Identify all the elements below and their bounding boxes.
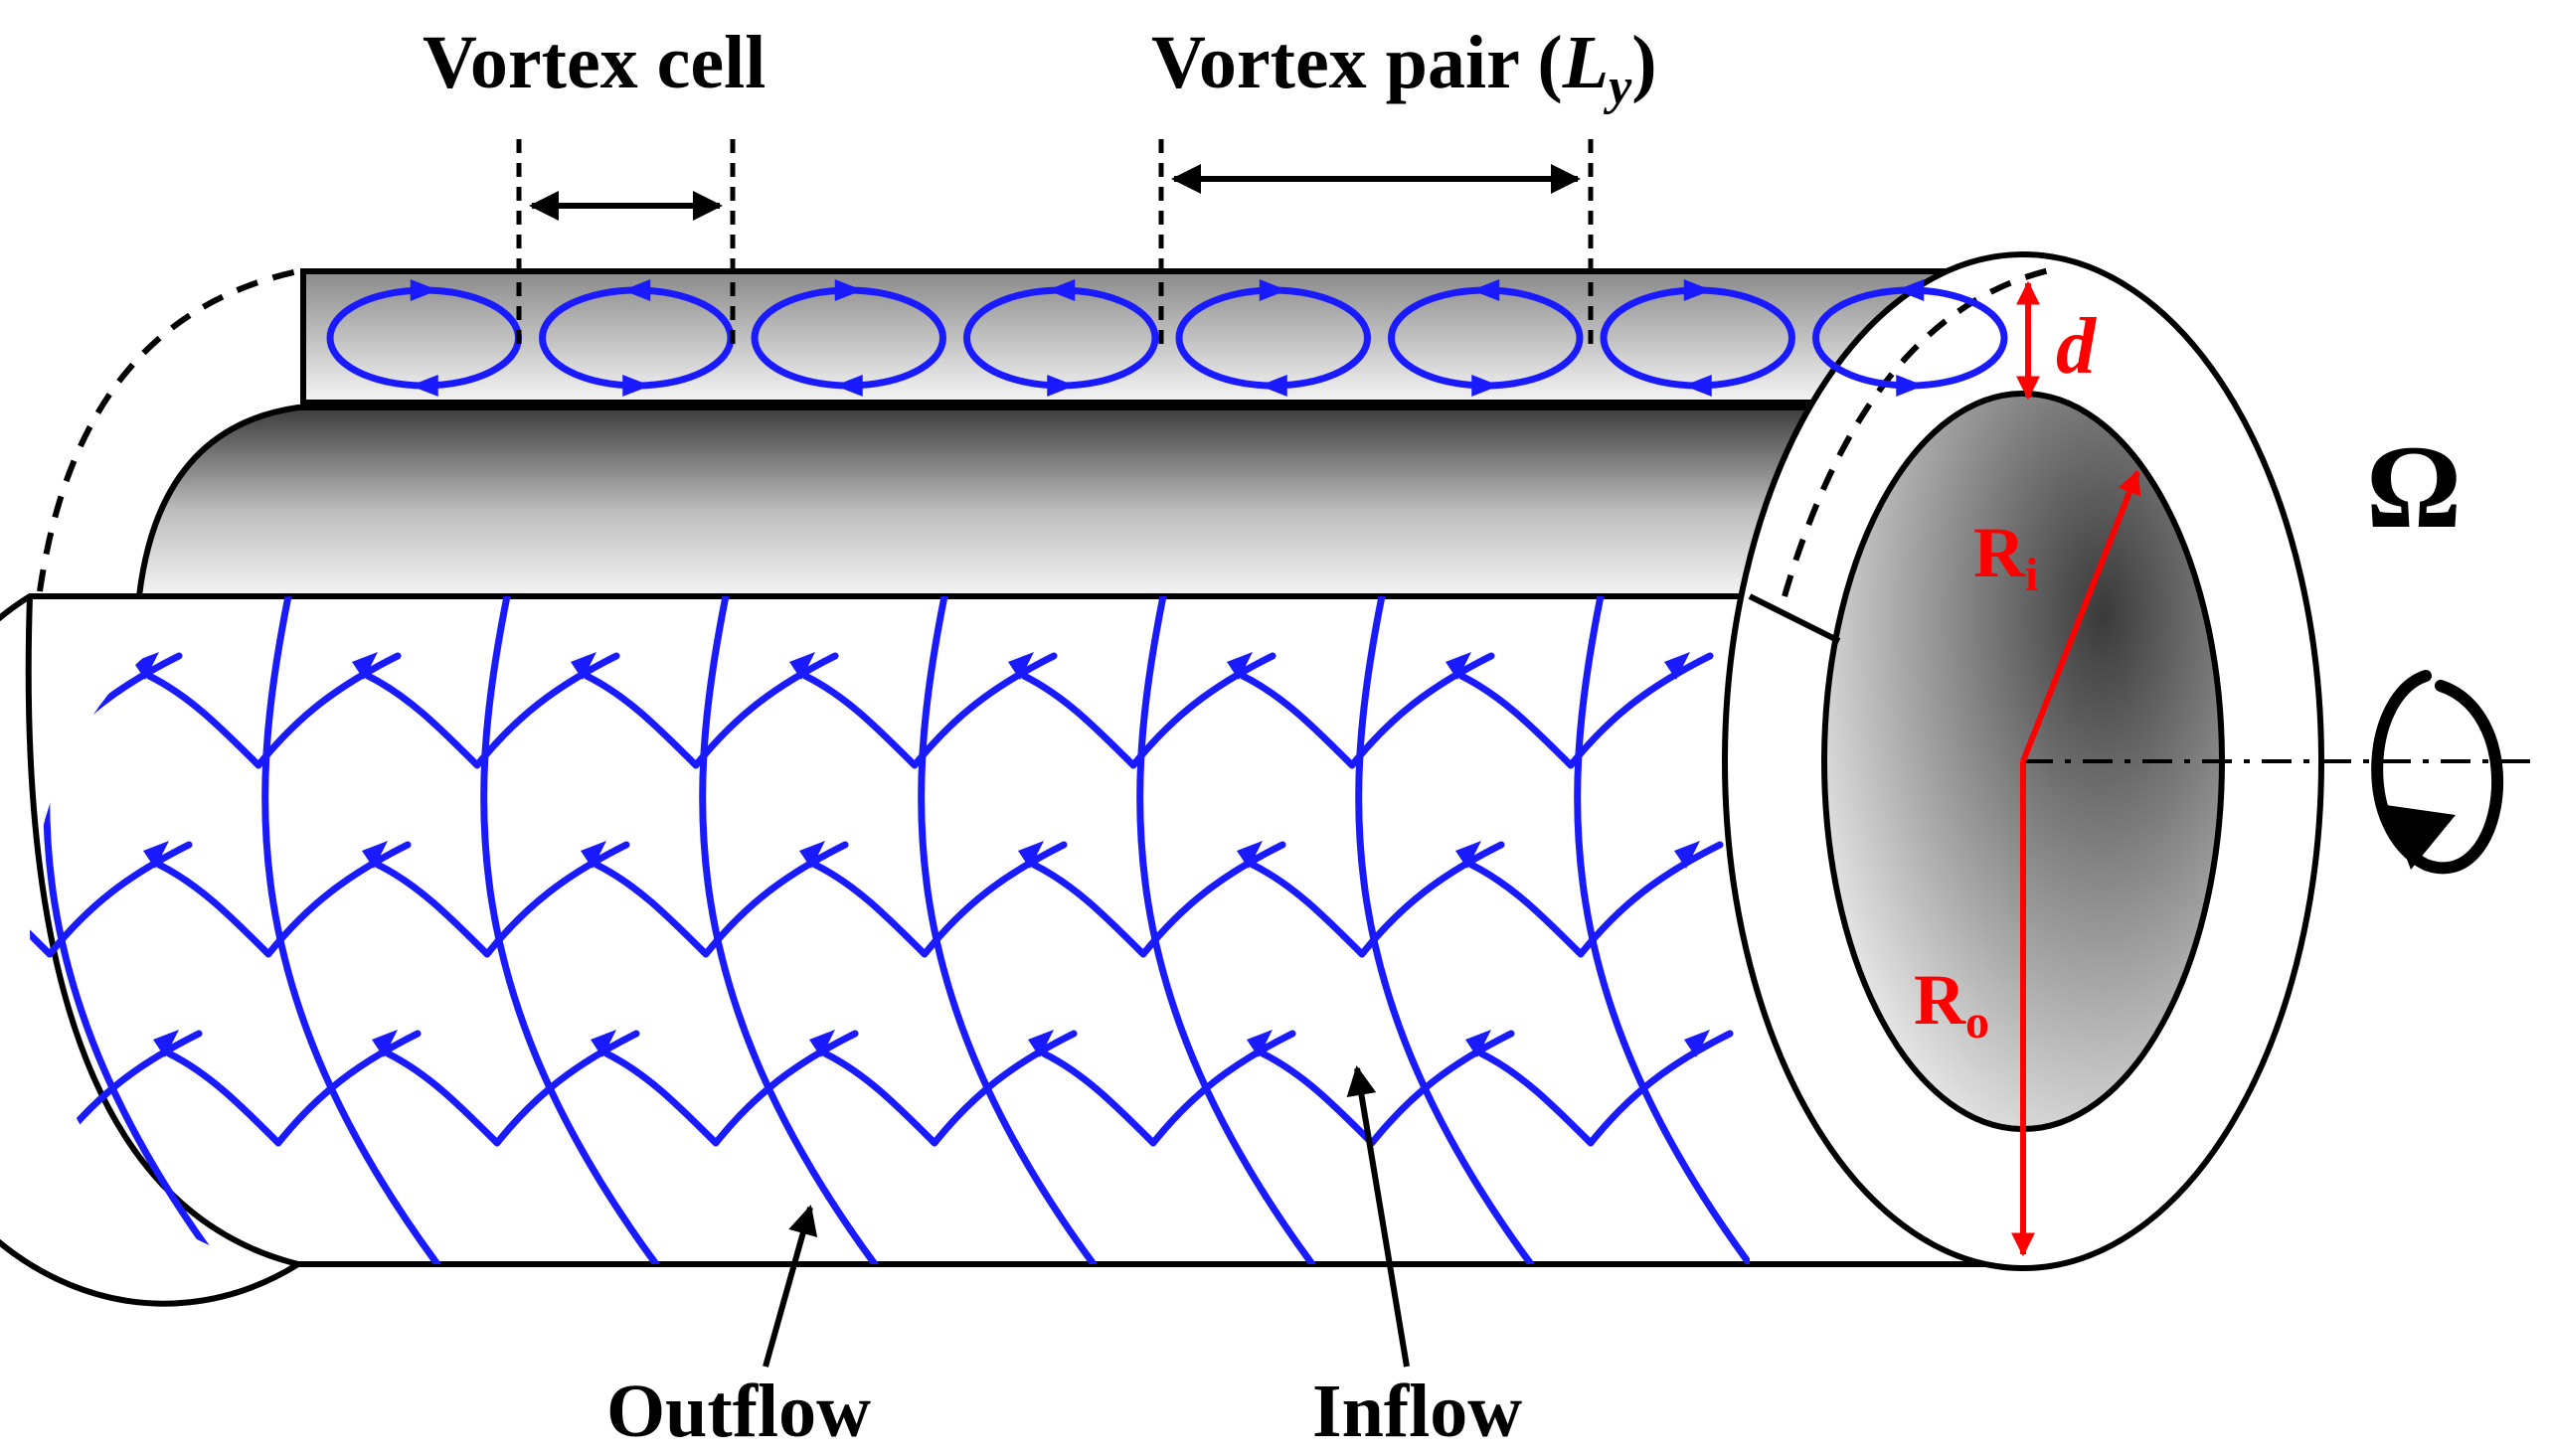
streamline-branch — [1249, 841, 1505, 958]
streamline-branch — [811, 841, 1068, 958]
surface-streamlines — [30, 596, 1750, 1264]
vortex-flow-arrow — [622, 279, 651, 301]
streamline-arrow — [143, 841, 169, 869]
inner-radius-label: Ri — [1973, 513, 2038, 601]
vortex-flow-arrow — [410, 375, 438, 397]
vortex-flow-arrow — [1683, 375, 1712, 397]
gap-label: d — [2056, 303, 2097, 391]
streamline-arrow — [133, 652, 159, 680]
streamline-arrow — [1674, 841, 1700, 869]
streamline-branch — [821, 1030, 1078, 1147]
vortex-flow-arrow — [834, 375, 863, 397]
vortex-flow-arrow — [1471, 279, 1500, 301]
streamline-arrow — [1008, 652, 1034, 680]
vortex-flow-arrow — [1047, 375, 1076, 397]
vortex-flow-arrow — [622, 375, 651, 397]
streamline-arrow — [571, 652, 596, 680]
streamline-arrow — [1446, 652, 1471, 680]
streamline-branch — [1030, 841, 1286, 958]
streamline-branch — [1457, 652, 1714, 769]
streamline-branch — [593, 841, 849, 958]
streamline-arrow — [799, 841, 825, 869]
streamline-arrow — [1684, 1030, 1710, 1057]
streamline-branch — [374, 841, 630, 958]
streamline-arrow — [1227, 652, 1253, 680]
rotation-arrow-head — [2386, 805, 2456, 870]
outer-cylinder-hidden-edge — [37, 268, 299, 592]
vortex-flow-arrow — [1047, 279, 1076, 301]
vortex-flow-arrow — [1259, 375, 1287, 397]
streamline-branch — [384, 1030, 640, 1147]
streamline-branch — [1020, 652, 1276, 769]
streamline-branch — [1040, 1030, 1296, 1147]
outer-end-hidden-arc — [1782, 265, 2059, 597]
rotation-arrow — [2371, 670, 2504, 875]
vortex-flow-arrow — [1896, 279, 1925, 301]
streamline — [1136, 596, 1316, 1264]
streamline-arrow — [789, 652, 815, 680]
streamline-arrow — [581, 841, 606, 869]
streamline-branch — [30, 841, 193, 958]
outer-cylinder-left-edge — [25, 595, 299, 1267]
streamline-arrow — [1465, 1030, 1491, 1057]
streamline-arrow — [1018, 841, 1044, 869]
streamline-arrow — [809, 1030, 835, 1057]
streamline-branch — [155, 841, 412, 958]
outer-radius-label: Ro — [1914, 960, 1989, 1049]
omega-label: Ω — [2366, 420, 2462, 553]
outflow-label: Outflow — [606, 1370, 871, 1453]
vortex-flow-arrow — [1259, 279, 1287, 301]
vortex-cell-label: Vortex cell — [423, 21, 766, 104]
vortex-flow-arrow — [410, 279, 438, 301]
streamline-branch — [602, 1030, 859, 1147]
inflow-label: Inflow — [1312, 1370, 1522, 1453]
streamline-arrow — [1455, 841, 1481, 869]
streamline-branch — [1239, 652, 1495, 769]
streamline-arrow — [1664, 652, 1690, 680]
streamline-branch — [1477, 1030, 1734, 1147]
streamline-arrow — [591, 1030, 616, 1057]
streamline-arrow — [1028, 1030, 1054, 1057]
outer-cylinder-surface — [0, 593, 2023, 1307]
streamline — [1574, 596, 1750, 1264]
vortex-flow-arrow — [1471, 375, 1500, 397]
streamline-branch — [583, 652, 839, 769]
vortex-flow-arrow — [1896, 375, 1925, 397]
streamline-branch — [1467, 841, 1724, 958]
streamline-branch — [165, 1030, 422, 1147]
streamline-arrow — [1247, 1030, 1273, 1057]
vortex-pair-label: Vortex pair (Ly) — [1151, 21, 1657, 115]
streamline-arrow — [1237, 841, 1263, 869]
streamline-arrow — [352, 652, 378, 680]
streamline-arrow — [362, 841, 388, 869]
streamline — [261, 596, 441, 1264]
inner-radius-line — [2020, 469, 2141, 763]
streamline — [918, 596, 1098, 1264]
outflow-pointer — [763, 1205, 818, 1368]
cutaway-edge — [1748, 593, 1841, 644]
inner-cylinder — [135, 404, 2026, 599]
vortex-flow-arrow — [834, 279, 863, 301]
inflow-pointer — [1346, 1065, 1410, 1368]
vortex-cells — [326, 279, 2008, 397]
streamline-branch — [145, 652, 402, 769]
streamline-branch — [1259, 1030, 1515, 1147]
streamline-arrow — [372, 1030, 398, 1057]
streamline — [480, 596, 660, 1264]
vortex-flow-arrow — [1683, 279, 1712, 301]
streamline-arrow — [153, 1030, 179, 1057]
streamline — [699, 596, 879, 1264]
streamline-branch — [364, 652, 620, 769]
streamline-branch — [801, 652, 1058, 769]
streamline — [1355, 596, 1535, 1264]
